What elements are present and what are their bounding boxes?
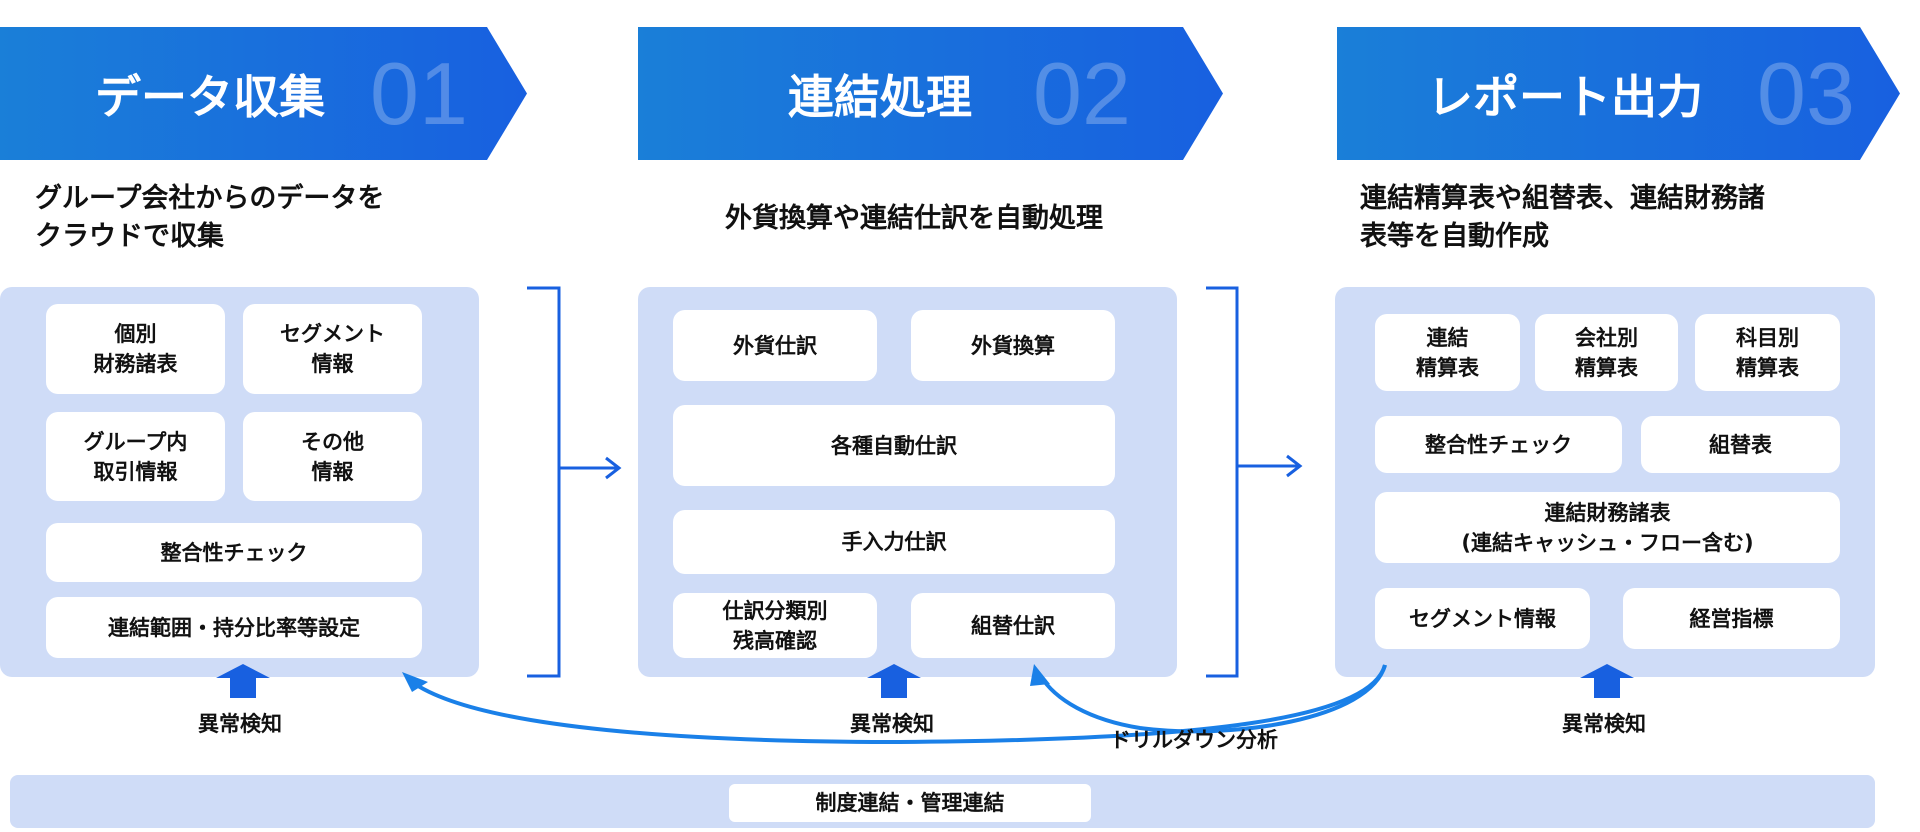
- up-arrow-icon: [1580, 664, 1634, 698]
- bottom-bar-label: 制度連結・管理連結: [729, 784, 1091, 822]
- bracket-2: [1206, 286, 1239, 678]
- box-segment-info-3: セグメント情報: [1375, 588, 1590, 649]
- step-3-banner: レポート出力 03: [1337, 27, 1900, 160]
- step-2-subtitle: 外貨換算や連結仕訳を自動処理: [725, 203, 1103, 234]
- bracket-1: [527, 286, 561, 678]
- box-consistency-check: 整合性チェック: [46, 523, 422, 582]
- arrow-1-2: [559, 456, 622, 480]
- box-individual-fs: 個別 財務諸表: [46, 304, 225, 394]
- drilldown-arrowhead-2: [1030, 664, 1050, 686]
- step-3-subtitle: 連結精算表や組替表、連結財務諸 表等を自動作成: [1360, 183, 1765, 252]
- box-balance-check: 仕訳分類別 残高確認: [673, 593, 877, 658]
- box-consistency-check-3: 整合性チェック: [1375, 416, 1622, 473]
- drilldown-label: ドリルダウン分析: [1110, 728, 1278, 752]
- step-1-banner: データ収集 01: [0, 27, 527, 160]
- box-consolidated-fs: 連結財務諸表 (連結キャッシュ・フロー含む): [1375, 492, 1840, 563]
- box-reclass-journal: 組替仕訳: [911, 593, 1115, 658]
- box-fx-translation: 外貨換算: [911, 310, 1115, 381]
- anomaly-label-2: 異常検知: [850, 712, 934, 736]
- box-company-worksheet: 会社別 精算表: [1535, 314, 1678, 391]
- drilldown-curve-long: [410, 664, 1387, 745]
- step-2-number: 02: [1033, 43, 1131, 143]
- step-3-title: レポート出力: [1427, 69, 1703, 124]
- box-reclass-table: 組替表: [1641, 416, 1840, 473]
- drilldown-arrowhead-1: [402, 672, 428, 692]
- box-scope-settings: 連結範囲・持分比率等設定: [46, 597, 422, 658]
- step-1-subtitle: グループ会社からのデータを クラウドで収集: [35, 183, 385, 252]
- box-other-info: その他 情報: [243, 412, 422, 501]
- step-2-title: 連結処理: [788, 69, 972, 124]
- box-segment-info: セグメント 情報: [243, 304, 422, 394]
- up-arrow-icon: [867, 664, 921, 698]
- step-1-number: 01: [370, 43, 468, 143]
- box-intragroup: グループ内 取引情報: [46, 412, 225, 501]
- drilldown-curve-short: [1038, 664, 1387, 734]
- anomaly-label-1: 異常検知: [198, 712, 282, 736]
- box-manual-journals: 手入力仕訳: [673, 510, 1115, 574]
- step-2-banner: 連結処理 02: [638, 27, 1223, 160]
- box-fx-journal: 外貨仕訳: [673, 310, 877, 381]
- box-auto-journals: 各種自動仕訳: [673, 405, 1115, 486]
- anomaly-label-3: 異常検知: [1562, 712, 1646, 736]
- arrow-2-3: [1237, 454, 1303, 478]
- step-3-number: 03: [1757, 43, 1855, 143]
- box-management-kpi: 経営指標: [1623, 588, 1840, 649]
- box-account-worksheet: 科目別 精算表: [1695, 314, 1840, 391]
- up-arrow-icon: [216, 664, 270, 698]
- box-consolidated-worksheet: 連結 精算表: [1375, 314, 1520, 391]
- step-1-title: データ収集: [95, 69, 325, 124]
